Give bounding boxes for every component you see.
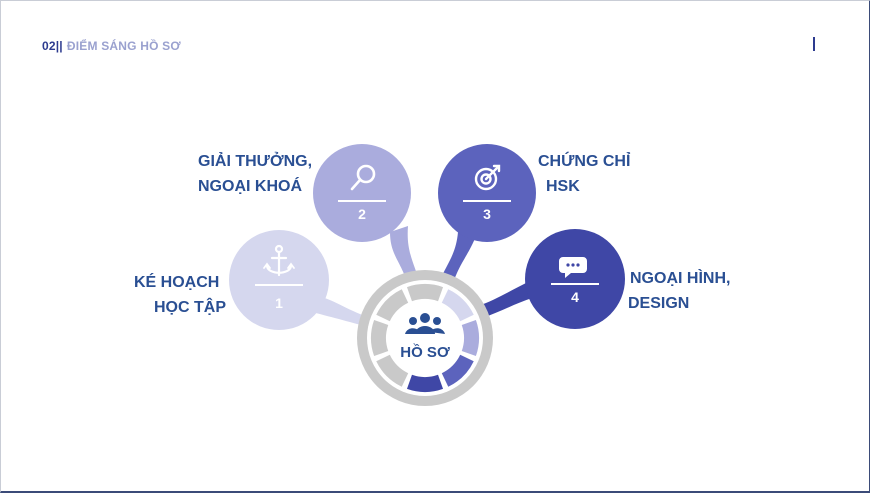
node-label-4-line1: NGOẠI HÌNH, [630,270,731,287]
node-circle-2 [313,144,411,242]
node-number-2: 2 [358,206,366,222]
center-label: HỒ SƠ [400,344,450,361]
node-label-3-line1: CHỨNG CHỈ [538,153,631,170]
hub-segment [370,319,389,357]
node-number-4: 4 [571,289,579,305]
connector-4 [478,282,532,318]
node-label-3: CHỨNG CHỈ HSK [538,149,630,199]
section-title: ĐIỂM SÁNG HỒ SƠ [66,39,181,53]
node-circle-3 [438,144,536,242]
node-number-3: 3 [483,206,491,222]
node-label-1-line1: KÉ HOẠCH [134,274,220,291]
node-circle-1 [229,230,329,330]
anchor-icon [263,244,295,277]
node-number-1: 1 [275,295,283,311]
hub-segment [376,289,409,322]
node-label-3-line2: HSK [546,178,580,195]
node-label-2-line1: GIẢI THƯỞNG, [198,153,313,170]
hub-segment [441,289,474,322]
hub-segment [406,374,444,393]
hub-segment [461,319,479,357]
node-label-1: KÉ HOẠCH HỌC TẬP [134,270,226,320]
connector-1 [312,296,372,328]
connector-3 [438,232,476,286]
hub-segment [441,354,474,387]
node-label-4: NGOẠI HÌNH, DESIGN [628,266,730,316]
target-icon [474,164,501,191]
node-label-2-line2: NGOẠI KHOÁ [198,178,302,195]
node-label-1-line2: HỌC TẬP [154,299,226,316]
center-hub [357,270,493,406]
chat-icon [559,257,587,278]
hub-segment [376,354,409,387]
people-icon [405,313,445,334]
node-label-4-line2: DESIGN [628,295,690,312]
node-circle-4 [525,229,625,329]
connector-2 [390,226,420,286]
section-number: 02|| [42,39,63,53]
slide-header: 02||ĐIỂM SÁNG HỒ SƠ [42,39,181,53]
node-label-2: GIẢI THƯỞNG, NGOẠI KHOÁ [198,149,312,199]
magnifier-icon [350,164,376,191]
hub-segments [370,284,479,393]
header-tick [813,37,815,51]
hub-segment [406,284,444,302]
